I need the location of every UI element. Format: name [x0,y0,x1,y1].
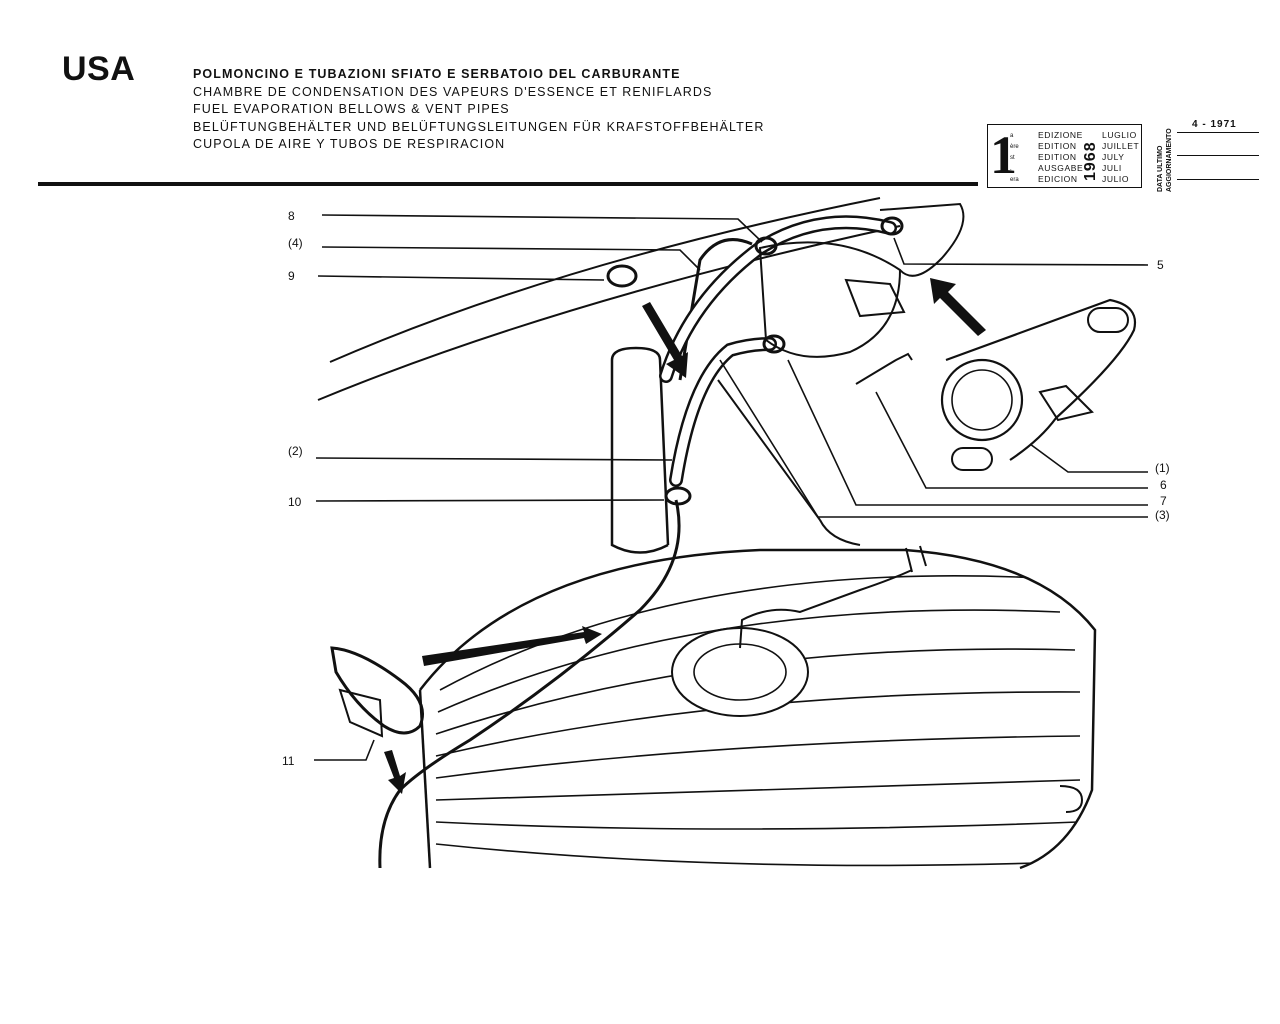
leader-line [787,359,1148,506]
title-block: POLMONCINO E TUBAZIONI SFIATO E SERBATOI… [193,66,764,154]
edition-months: LUGLIO JUILLET JULY JULI JULIO [1102,130,1139,185]
bellows-bracket [844,278,906,318]
canister-bracket [1038,384,1094,422]
edition-word: EDIZIONE [1038,130,1083,140]
update-date: 4 - 1971 [1192,119,1237,130]
edition-number: 1 [990,125,1017,185]
callout-label: 9 [288,269,295,283]
tank-rib [435,779,1081,801]
leader-line [321,246,701,271]
canister-nozzle [951,447,993,471]
arrow [422,626,602,666]
hose-clamp [664,486,692,506]
edition-month: JULY [1102,152,1125,162]
callout-label: 6 [1160,478,1167,492]
update-line [1177,132,1259,133]
fuel-tank [419,548,1097,870]
tank-ribs [435,575,1081,867]
leader-line [875,391,1148,489]
leader-lines [314,214,1149,761]
callout-label: (3) [1155,508,1170,522]
title-italian: POLMONCINO E TUBAZIONI SFIATO E SERBATOI… [193,67,681,81]
hose-clamp [754,236,778,256]
canister-shell [945,298,1137,461]
arrow [930,278,986,336]
callout-label: 7 [1160,494,1167,508]
leader-line [893,237,1149,266]
callout-label: (2) [288,444,303,458]
bellows-canister [879,202,965,277]
edition-suffix: a [1010,133,1014,139]
edition-suffix: era [1010,177,1019,183]
header-rule [38,182,978,186]
hose-clamp [880,216,904,236]
region-tag: USA [62,50,136,88]
edition-month: JULI [1102,163,1122,173]
leader-line [315,457,673,461]
bolt [855,352,913,385]
edition-word: EDITION [1038,152,1077,162]
callout-label: (4) [288,236,303,250]
leader-line [315,499,665,502]
edition-box: 1 a ère st . era EDIZIONE EDITION EDITIO… [987,124,1142,188]
bellows-canister-exploded [940,298,1137,471]
vent-pipe [678,238,753,381]
title-french: CHAMBRE DE CONDENSATION DES VAPEURS D'ES… [193,84,713,99]
edition-month: LUGLIO [1102,130,1137,140]
callout-label: (1) [1155,461,1170,475]
tank-rib [435,821,1079,830]
callout-label: 11 [282,754,295,768]
body-panel-line [317,225,901,401]
tank-vent-stub [905,545,927,573]
leader-line [321,214,763,243]
leader-line [317,275,605,281]
update-line [1177,155,1259,156]
callout-label: 10 [288,495,302,509]
leader-line [719,359,1148,518]
strap-clamp [338,688,384,738]
edition-suffixes: a ère st . era [1010,131,1030,186]
canister-shell [951,369,1013,431]
edition-month: JUILLET [1102,141,1140,151]
edition-suffix: . [1010,166,1012,172]
strap-clamp [330,646,424,735]
update-line [1177,179,1259,180]
tank-rib [435,735,1081,779]
edition-suffix: ère [1010,144,1019,150]
body-panel-line [717,379,861,546]
edition-word: EDITION [1038,141,1077,151]
tank-rib [435,843,1071,867]
sender-unit [671,627,809,717]
sender-pipe [739,569,913,649]
leader-line [1029,443,1148,473]
title-spanish: CUPOLA DE AIRE Y TUBOS DE RESPIRACION [193,137,506,151]
edition-word: AUSGABE [1038,163,1084,173]
title-german: BELÜFTUNGBEHÄLTER UND BELÜFTUNGSLEITUNGE… [193,119,765,134]
edition-words: EDIZIONE EDITION EDITION AUSGABE EDICION [1038,130,1083,185]
filler-neck [610,346,670,554]
arrows [384,278,986,794]
body-panel-line [329,197,881,363]
edition-word: EDICION [1038,174,1078,184]
hose-clamp [606,264,638,288]
tank-outlet [1059,785,1084,813]
arrow [642,302,688,378]
leader-line [314,739,375,761]
edition-month: JULIO [1102,174,1130,184]
canister-nozzle [1087,307,1129,333]
tank-rib [439,575,1041,691]
canister-shell [940,358,1024,442]
edition-suffix: st [1010,155,1015,161]
title-english: FUEL EVAPORATION BELLOWS & VENT PIPES [193,102,510,116]
drain-hose [378,499,681,869]
callout-label: 8 [288,209,295,223]
vent-pipe [671,339,775,485]
arrow [384,750,406,794]
callout-label: 5 [1157,258,1164,272]
hose-clamp [762,334,786,354]
